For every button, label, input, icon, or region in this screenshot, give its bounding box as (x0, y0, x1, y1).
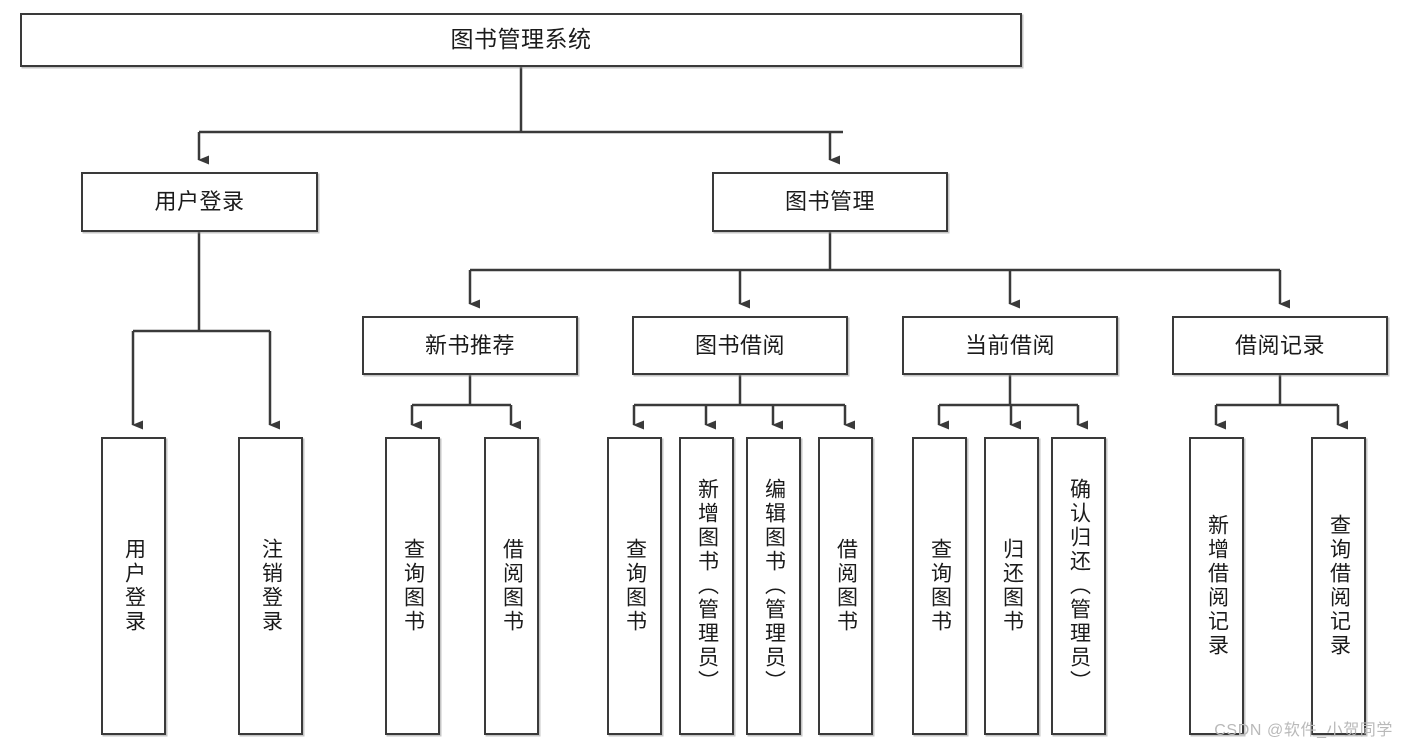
node-root[interactable]: 图书管理系统 (20, 13, 1022, 67)
node-leaf-edit-book-label: 编辑图书（管理员） (762, 478, 786, 694)
node-user-login-label: 用户登录 (154, 189, 245, 215)
node-leaf-query-book-3-label: 查询图书 (928, 538, 952, 634)
node-leaf-user-login[interactable]: 用户登录 (101, 437, 166, 735)
node-current-borrow[interactable]: 当前借阅 (902, 316, 1118, 375)
node-book-borrow[interactable]: 图书借阅 (632, 316, 848, 375)
node-leaf-query-book-2[interactable]: 查询图书 (607, 437, 662, 735)
node-leaf-logout[interactable]: 注销登录 (238, 437, 303, 735)
node-current-borrow-label: 当前借阅 (964, 332, 1055, 358)
node-new-book-recommend[interactable]: 新书推荐 (362, 316, 578, 375)
node-leaf-borrow-book-2-label: 借阅图书 (834, 538, 858, 634)
node-leaf-logout-label: 注销登录 (259, 538, 283, 634)
node-leaf-edit-book[interactable]: 编辑图书（管理员） (746, 437, 801, 735)
node-leaf-add-book-label: 新增图书（管理员） (695, 478, 719, 694)
node-book-borrow-label: 图书借阅 (694, 332, 785, 358)
node-leaf-query-record[interactable]: 查询借阅记录 (1311, 437, 1366, 735)
node-leaf-query-record-label: 查询借阅记录 (1327, 514, 1351, 658)
node-borrow-record[interactable]: 借阅记录 (1172, 316, 1388, 375)
node-leaf-add-record[interactable]: 新增借阅记录 (1189, 437, 1244, 735)
node-leaf-query-book-3[interactable]: 查询图书 (912, 437, 967, 735)
node-leaf-borrow-book-1[interactable]: 借阅图书 (484, 437, 539, 735)
node-leaf-query-book-1[interactable]: 查询图书 (385, 437, 440, 735)
node-user-login[interactable]: 用户登录 (81, 172, 318, 232)
node-leaf-confirm-return[interactable]: 确认归还（管理员） (1051, 437, 1106, 735)
node-root-label: 图书管理系统 (450, 26, 592, 53)
node-leaf-borrow-book-2[interactable]: 借阅图书 (818, 437, 873, 735)
node-leaf-return-book-label: 归还图书 (1000, 538, 1024, 634)
node-leaf-add-record-label: 新增借阅记录 (1205, 514, 1229, 658)
node-book-manage-label: 图书管理 (784, 189, 875, 215)
node-leaf-confirm-return-label: 确认归还（管理员） (1067, 478, 1091, 694)
node-leaf-query-book-1-label: 查询图书 (401, 538, 425, 634)
node-leaf-user-login-label: 用户登录 (122, 538, 146, 634)
node-leaf-add-book[interactable]: 新增图书（管理员） (679, 437, 734, 735)
node-borrow-record-label: 借阅记录 (1234, 332, 1325, 358)
node-book-manage[interactable]: 图书管理 (712, 172, 948, 232)
node-leaf-query-book-2-label: 查询图书 (623, 538, 647, 634)
node-leaf-return-book[interactable]: 归还图书 (984, 437, 1039, 735)
node-new-book-recommend-label: 新书推荐 (424, 332, 515, 358)
node-leaf-borrow-book-1-label: 借阅图书 (500, 538, 524, 634)
